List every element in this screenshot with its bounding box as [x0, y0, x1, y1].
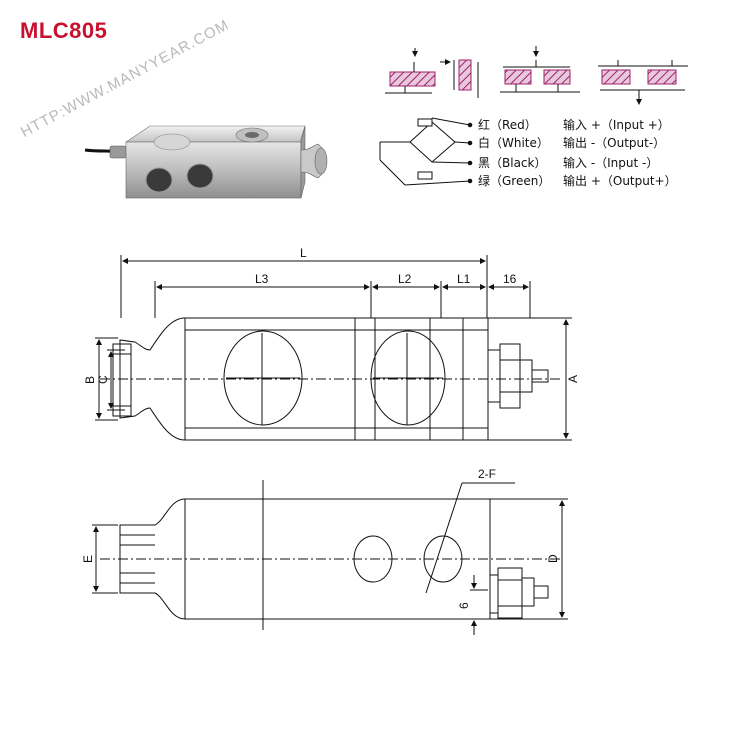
wire-black-color: 黑（Black）: [478, 156, 546, 170]
dim-label-L: L: [300, 246, 307, 260]
dim-label-E: E: [81, 555, 95, 563]
load-cell-photo: [84, 125, 328, 199]
wire-green-signal: 输出 +（Output+）: [563, 173, 677, 188]
top-view-drawing: [95, 255, 572, 441]
wire-red-signal: 输入 +（Input +）: [563, 117, 670, 132]
dim-label-L1: L1: [457, 272, 471, 286]
wire-white-color: 白（White）: [478, 135, 549, 150]
dim-label-A: A: [566, 375, 580, 383]
dim-label-2F: 2-F: [478, 467, 496, 481]
dim-label-16: 16: [503, 272, 517, 286]
dim-label-L3: L3: [255, 272, 269, 286]
dim-label-6: 6: [457, 602, 471, 609]
dim-label-B: B: [83, 376, 97, 384]
wire-red-color: 红（Red）: [478, 117, 537, 132]
side-view-drawing: [92, 480, 568, 635]
wire-black-signal: 输入 -（Input -）: [563, 155, 658, 170]
dim-label-D: D: [546, 554, 560, 563]
wiring-legend: 红（Red） 输入 +（Input +） 白（White） 输出 -（Outpu…: [478, 117, 677, 188]
wheatstone-bridge: [379, 117, 473, 186]
wire-green-color: 绿（Green）: [478, 173, 550, 188]
dim-label-L2: L2: [398, 272, 412, 286]
dim-label-C: C: [96, 375, 110, 384]
product-title: MLC805: [20, 18, 108, 43]
loading-schematics: [385, 46, 688, 105]
wire-white-signal: 输出 -（Output-）: [563, 135, 665, 150]
